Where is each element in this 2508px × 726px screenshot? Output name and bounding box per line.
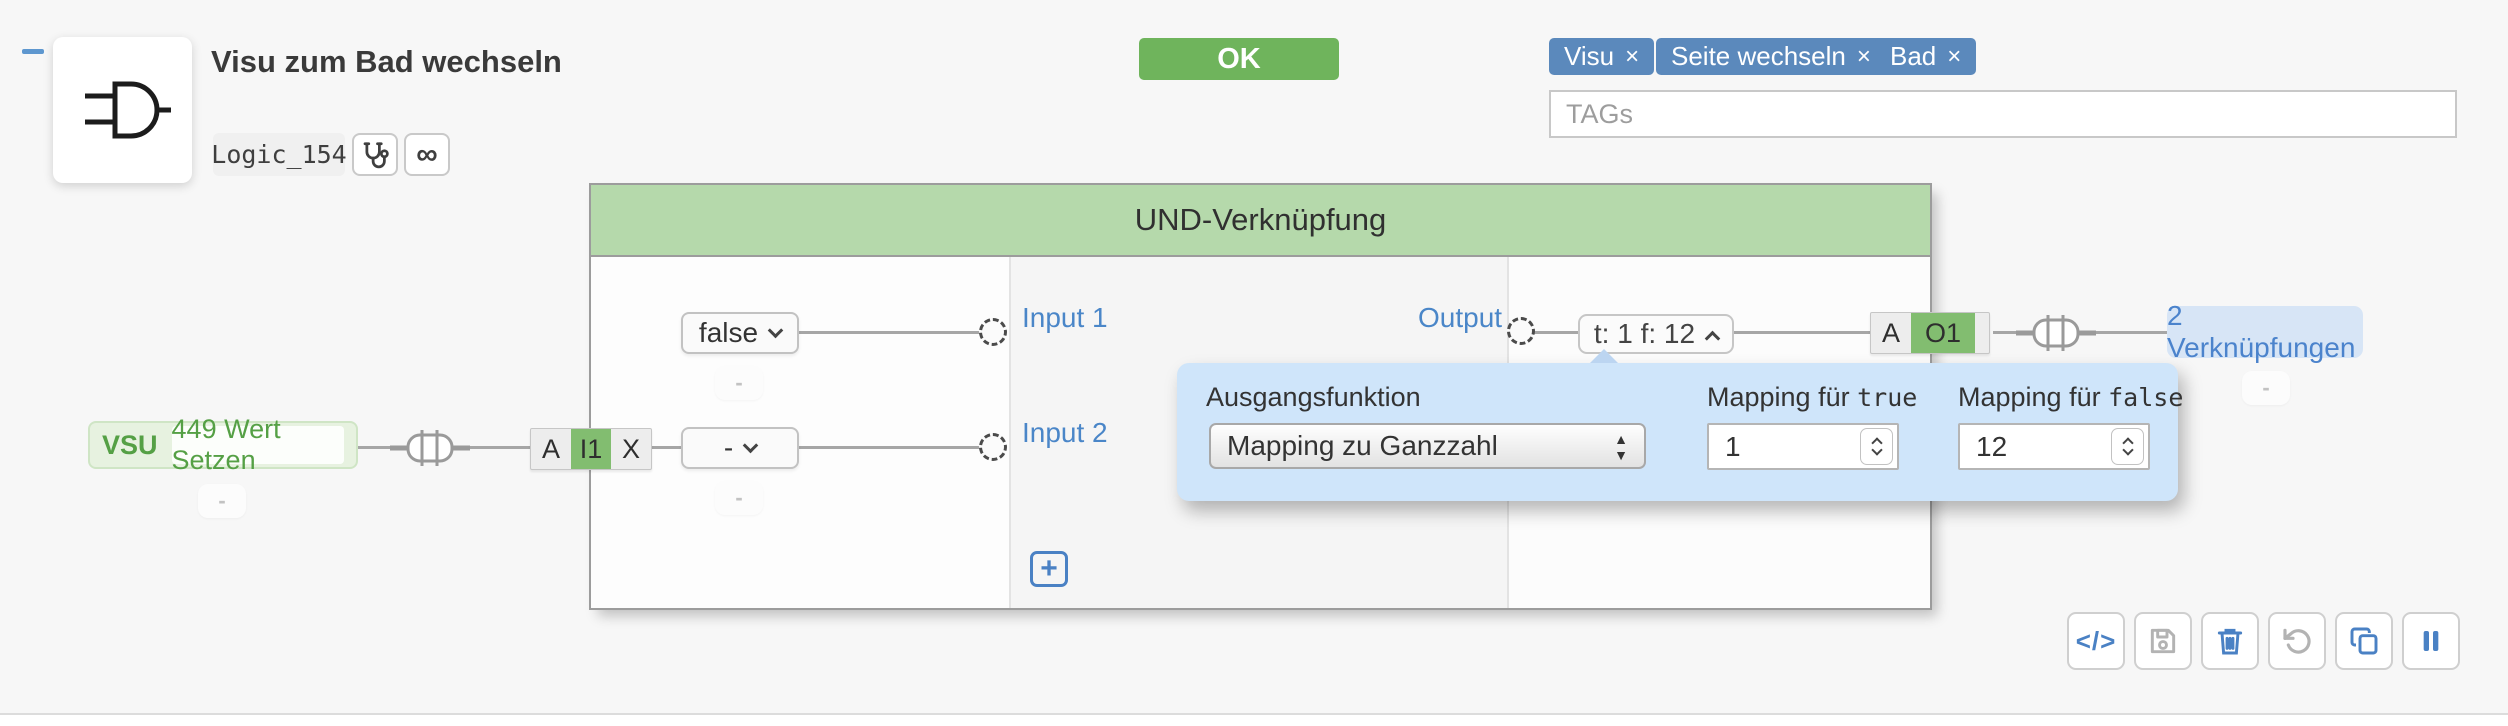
- dash: -: [735, 485, 743, 510]
- stepper-control[interactable]: [2111, 428, 2144, 465]
- delete-button[interactable]: [2201, 612, 2259, 670]
- chevron-down-icon: [767, 322, 784, 338]
- ok-button[interactable]: OK: [1139, 38, 1339, 80]
- function-label: Ausgangsfunktion: [1206, 382, 1421, 412]
- output-port-selector[interactable]: A O1: [1870, 312, 1990, 354]
- stepper-down-icon[interactable]: [1870, 444, 1883, 456]
- diagnose-button[interactable]: [352, 133, 398, 176]
- chevron-up-icon: [1704, 330, 1721, 346]
- mapping-summary: t: 1 f: 12: [1593, 318, 1696, 349]
- stepper-control[interactable]: [1860, 428, 1893, 465]
- dash: -: [735, 370, 743, 395]
- input1-label: Input 1: [1022, 302, 1108, 333]
- chevron-down-icon: [742, 437, 759, 453]
- edit-code-button[interactable]: </>: [2067, 612, 2125, 670]
- source-type: VSU: [102, 429, 158, 460]
- port-option-spacer: [1975, 313, 1989, 353]
- mapping-true-field: [1707, 423, 1899, 470]
- bottom-strip: [0, 715, 2508, 726]
- dash: -: [2262, 375, 2270, 400]
- tag-label: Bad: [1890, 41, 1937, 71]
- output-label: Output: [1418, 302, 1503, 333]
- collapse-minus-icon[interactable]: [22, 49, 44, 54]
- tag-label: Visu: [1564, 41, 1615, 71]
- mapping-false-field: [1958, 423, 2150, 470]
- input1-port[interactable]: [979, 318, 1007, 346]
- tag-label: Seite wechseln: [1671, 41, 1846, 71]
- pause-icon: [2423, 631, 2439, 651]
- select-arrows-icon: ▲▼: [1614, 431, 1628, 463]
- port-option-a[interactable]: A: [541, 433, 560, 464]
- input2-value-dropdown[interactable]: -: [681, 427, 799, 469]
- input1-value-dropdown[interactable]: false: [681, 312, 799, 354]
- source-module-pill[interactable]: VSU 449 Wert Setzen: [88, 414, 358, 475]
- floppy-disk-icon: [2150, 628, 2176, 654]
- copy-icon: [2350, 627, 2378, 655]
- wire-dropdown-to-input1: [797, 331, 981, 334]
- tag-remove-icon[interactable]: ×: [1625, 42, 1640, 70]
- false-word: false: [2108, 383, 2184, 412]
- input1-value: false: [698, 317, 759, 348]
- block-toolbar: </>: [2067, 612, 2460, 670]
- mapping-summary-button[interactable]: t: 1 f: 12: [1578, 314, 1734, 354]
- port-option-x[interactable]: X: [621, 433, 640, 464]
- port-option-o1[interactable]: O1: [1911, 313, 1975, 353]
- output-function-popup: Ausgangsfunktion Mapping zu Ganzzahl ▲▼ …: [1177, 363, 2183, 501]
- tag-visu[interactable]: Visu ×: [1549, 38, 1655, 75]
- infinity-button[interactable]: ∞: [404, 133, 450, 176]
- tag-bad[interactable]: Bad ×: [1875, 38, 1977, 75]
- block-input-column: [591, 257, 1009, 608]
- code-icon: </>: [2075, 625, 2117, 656]
- inline-connector-icon[interactable]: [390, 426, 470, 470]
- function-value: Mapping zu Ganzzahl: [1227, 430, 1498, 461]
- output-port[interactable]: [1507, 317, 1535, 345]
- placeholder-slot: -: [715, 366, 763, 400]
- tag-remove-icon[interactable]: ×: [1856, 42, 1871, 70]
- save-button[interactable]: [2134, 612, 2192, 670]
- input2-label: Input 2: [1022, 417, 1108, 448]
- mapping-prefix: Mapping für: [1707, 382, 1850, 412]
- add-input-button[interactable]: +: [1030, 551, 1068, 587]
- logic-id-badge: Logic_154: [211, 133, 347, 176]
- wire-mapping-to-port: [1732, 331, 1872, 334]
- port-option-i1[interactable]: I1: [571, 429, 611, 469]
- input-port-selector[interactable]: A I1 X: [530, 428, 652, 470]
- mapping-false-label: Mapping für false: [1958, 382, 2183, 413]
- mapping-true-label: Mapping für true: [1707, 382, 1917, 413]
- wire-dropdown-to-input2: [797, 446, 981, 449]
- and-gate-icon: [84, 81, 171, 139]
- input2-port[interactable]: [979, 433, 1007, 461]
- function-select[interactable]: Mapping zu Ganzzahl ▲▼: [1209, 423, 1646, 469]
- source-name: 449 Wert Setzen: [171, 414, 344, 475]
- tag-seite-wechseln[interactable]: Seite wechseln ×: [1656, 38, 1886, 75]
- stethoscope-icon: [363, 141, 389, 168]
- copy-button[interactable]: [2335, 612, 2393, 670]
- tag-remove-icon[interactable]: ×: [1947, 42, 1962, 70]
- connections-link[interactable]: 2 Verknüpfungen: [2167, 300, 2363, 363]
- inline-connector-icon[interactable]: [2016, 311, 2096, 355]
- true-word: true: [1857, 383, 1918, 412]
- logic-gate-card[interactable]: [53, 37, 192, 183]
- undo-button[interactable]: [2268, 612, 2326, 670]
- undo-icon: [2283, 628, 2311, 654]
- pause-button[interactable]: [2402, 612, 2460, 670]
- stepper-down-icon[interactable]: [2121, 444, 2134, 456]
- placeholder-slot: -: [715, 481, 763, 515]
- placeholder-slot: -: [2242, 371, 2290, 405]
- wire-port-to-dropdown: [651, 446, 683, 449]
- input2-value: -: [723, 432, 734, 463]
- wire-output-to-mapping: [1534, 331, 1580, 334]
- page-title: Visu zum Bad wechseln: [211, 44, 562, 79]
- port-option-a[interactable]: A: [1881, 317, 1900, 348]
- mapping-prefix: Mapping für: [1958, 382, 2101, 412]
- tags-input[interactable]: [1549, 90, 2457, 138]
- popup-pointer: [1590, 349, 1618, 363]
- trash-icon: [2217, 628, 2243, 655]
- column-divider: [1009, 257, 1011, 608]
- bottom-divider: [0, 713, 2508, 715]
- placeholder-slot: -: [198, 484, 246, 518]
- block-title: UND-Verknüpfung: [591, 185, 1930, 257]
- dash: -: [218, 488, 226, 513]
